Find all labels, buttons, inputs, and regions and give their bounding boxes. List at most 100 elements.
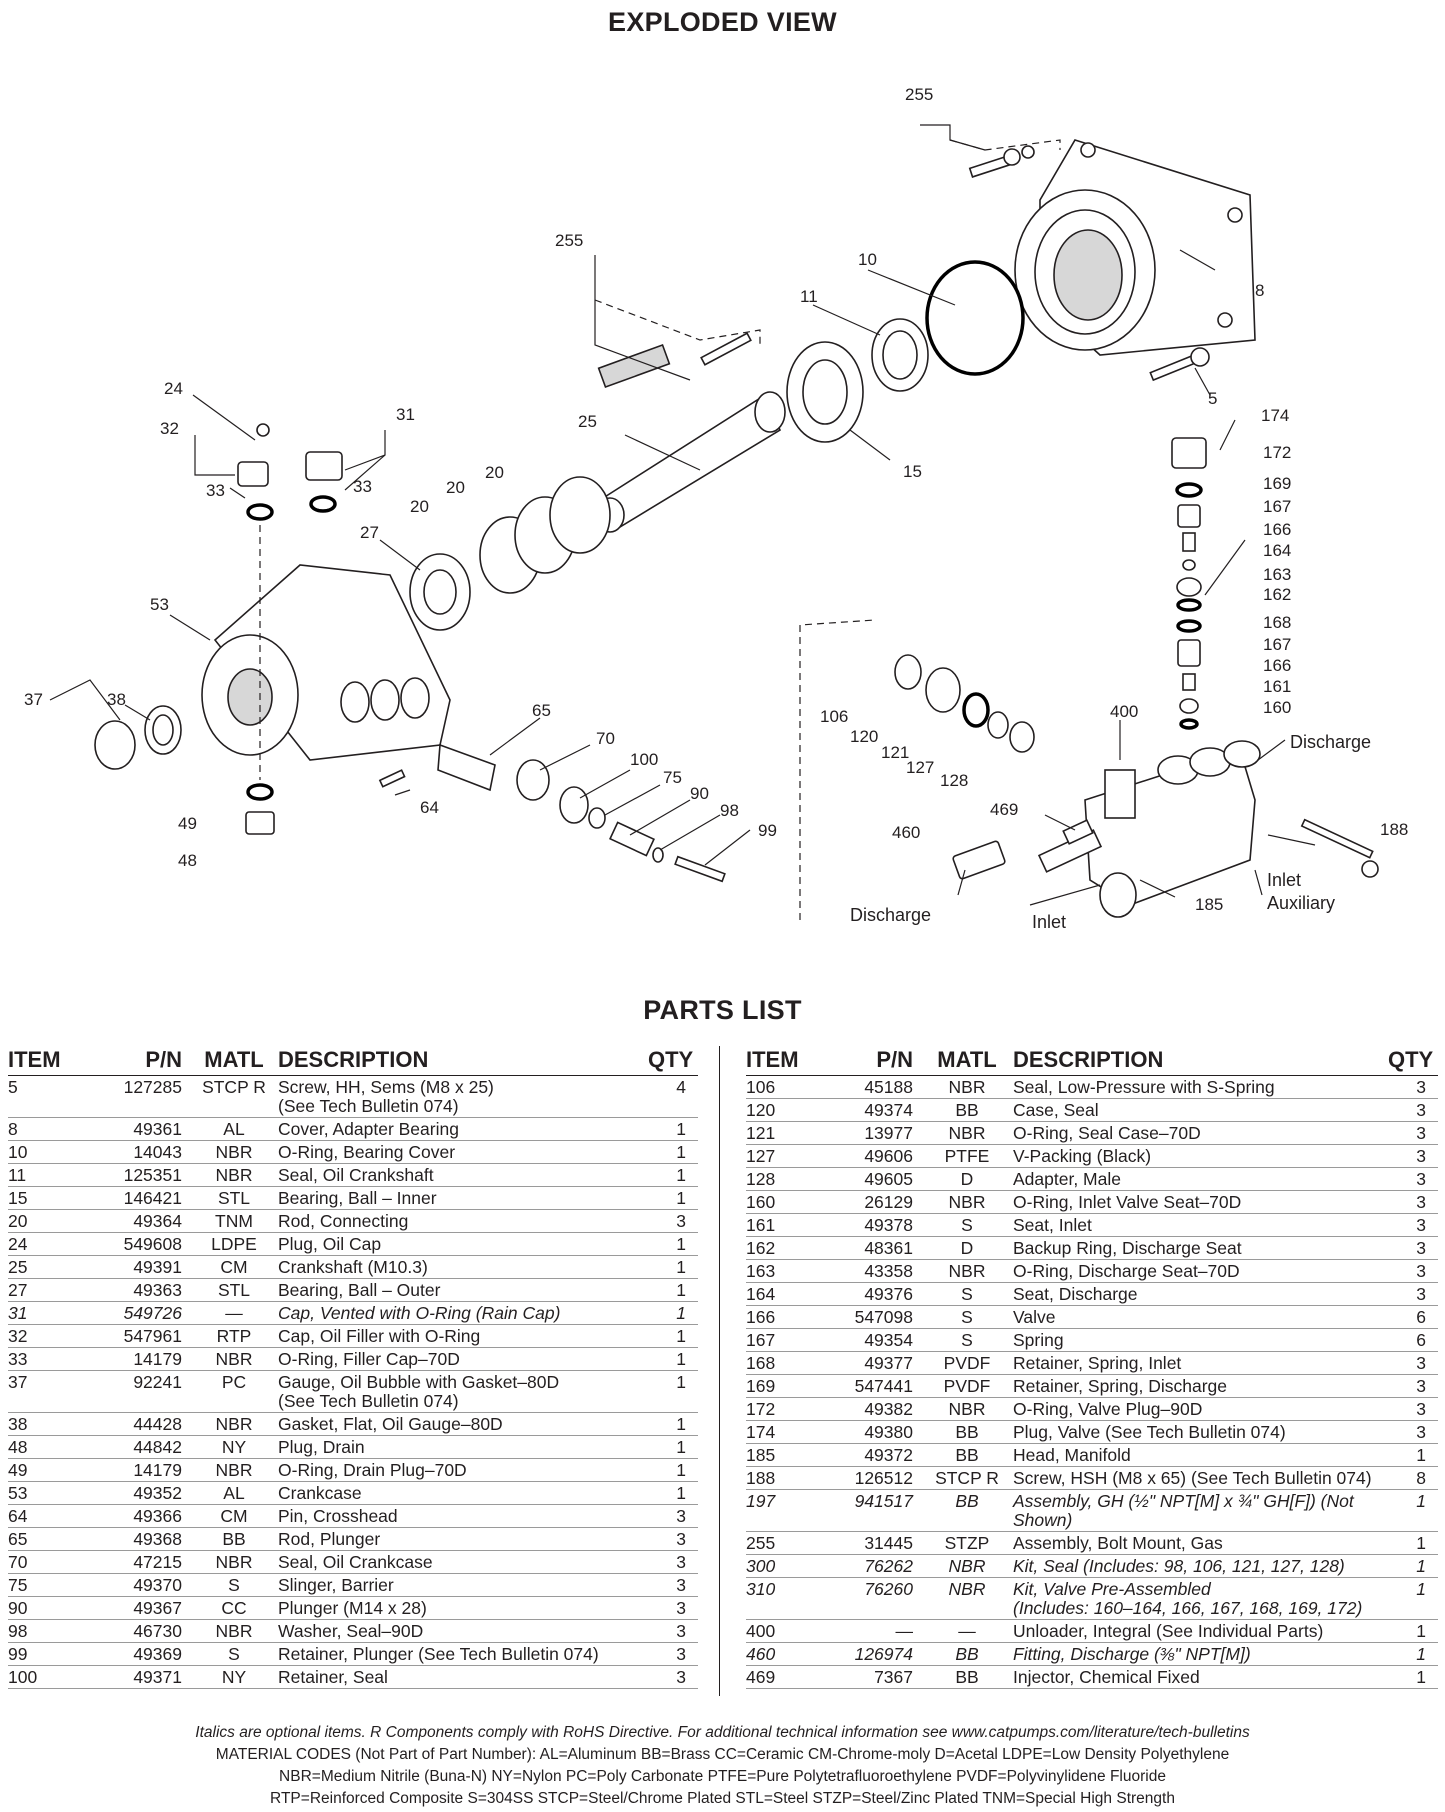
part-number-cell: 47215 <box>84 1550 196 1574</box>
description-cell: Plug, Oil Cap <box>272 1232 648 1256</box>
description-cell: Crankcase <box>272 1481 648 1505</box>
material-cell: STZP <box>927 1531 1007 1555</box>
material-cell: STCP R <box>196 1075 272 1118</box>
crankcase-part <box>201 564 451 761</box>
description-text: Seat, Inlet <box>1013 1215 1092 1235</box>
callout-label: 70 <box>596 729 615 748</box>
description-text: Cover, Adapter Bearing <box>278 1119 459 1139</box>
material-cell: TNM <box>196 1209 272 1233</box>
footer-material-codes-line: MATERIAL CODES (Not Part of Part Number)… <box>215 1746 1230 1763</box>
column-header-description: DESCRIPTION <box>1007 1046 1388 1076</box>
callout-label: 168 <box>1263 613 1291 632</box>
description-text: Seal, Oil Crankshaft <box>278 1165 434 1185</box>
part-number-cell: 46730 <box>84 1619 196 1643</box>
quantity-cell: 3 <box>1388 1282 1438 1306</box>
material-cell: STCP R <box>927 1466 1007 1490</box>
callout-label: 460 <box>892 823 920 842</box>
callout-label: 128 <box>940 771 968 790</box>
quantity-cell: 3 <box>648 1527 698 1551</box>
item-cell: 169 <box>746 1374 822 1398</box>
manifold-head-part <box>1037 740 1261 918</box>
callout-label: 64 <box>420 798 439 817</box>
part-number-cell: 49369 <box>84 1642 196 1666</box>
callout-label: 469 <box>990 800 1018 819</box>
description-cell: V-Packing (Black) <box>1007 1144 1388 1168</box>
callout-label: 37 <box>24 690 43 709</box>
description-text: O-Ring, Valve Plug–90D <box>1013 1399 1203 1419</box>
material-cell: NBR <box>196 1619 272 1643</box>
item-cell: 99 <box>8 1642 84 1666</box>
description-text: Crankshaft (M10.3) <box>278 1257 428 1277</box>
quantity-cell: 1 <box>648 1458 698 1482</box>
quantity-cell: 1 <box>648 1117 698 1141</box>
item-cell: 37 <box>8 1370 84 1413</box>
material-cell: NBR <box>196 1550 272 1574</box>
description-text: O-Ring, Bearing Cover <box>278 1142 456 1162</box>
material-cell: NBR <box>927 1577 1007 1620</box>
callout-label: 99 <box>758 821 777 840</box>
part-number-cell: 126974 <box>822 1642 927 1666</box>
callout-label: 162 <box>1263 585 1291 604</box>
quantity-cell: 3 <box>648 1665 698 1689</box>
adapter-bearing-cover-part <box>1014 139 1256 356</box>
part-number-cell: 49367 <box>84 1596 196 1620</box>
material-cell: PTFE <box>927 1144 1007 1168</box>
item-cell: 11 <box>8 1163 84 1187</box>
item-cell: 172 <box>746 1397 822 1421</box>
callout-label: 400 <box>1110 702 1138 721</box>
description-cell: Kit, Seal (Includes: 98, 106, 121, 127, … <box>1007 1554 1388 1578</box>
callout-label: 120 <box>850 727 878 746</box>
part-number-cell: 49380 <box>822 1420 927 1444</box>
description-text: Kit, Valve Pre-Assembled <box>1013 1579 1211 1599</box>
quantity-cell: 1 <box>648 1370 698 1413</box>
item-cell: 24 <box>8 1232 84 1256</box>
part-number-cell: 941517 <box>822 1489 927 1532</box>
quantity-cell: 1 <box>648 1278 698 1302</box>
description-text: Head, Manifold <box>1013 1445 1131 1465</box>
part-number-cell: 49354 <box>822 1328 927 1352</box>
description-text: Seal, Oil Crankcase <box>278 1552 433 1572</box>
material-cell: NBR <box>927 1075 1007 1099</box>
column-header-pn: P/N <box>84 1046 196 1076</box>
quantity-cell: 8 <box>1388 1466 1438 1490</box>
inlet-auxiliary-label: Inlet <box>1267 870 1301 890</box>
material-cell: NBR <box>927 1554 1007 1578</box>
item-cell: 10 <box>8 1140 84 1164</box>
material-cell: STL <box>196 1186 272 1210</box>
part-number-cell: 14179 <box>84 1458 196 1482</box>
column-header-item: ITEM <box>8 1046 84 1076</box>
part-number-cell: 76260 <box>822 1577 927 1620</box>
part-number-cell: 49363 <box>84 1278 196 1302</box>
part-number-cell: 14179 <box>84 1347 196 1371</box>
quantity-cell: 6 <box>1388 1305 1438 1329</box>
item-cell: 164 <box>746 1282 822 1306</box>
item-cell: 121 <box>746 1121 822 1145</box>
material-cell: D <box>927 1167 1007 1191</box>
item-cell: 53 <box>8 1481 84 1505</box>
item-cell: 197 <box>746 1489 822 1532</box>
description-text: Screw, HH, Sems (M8 x 25) <box>278 1077 494 1097</box>
item-cell: 32 <box>8 1324 84 1348</box>
part-number-cell: 26129 <box>822 1190 927 1214</box>
quantity-cell: 1 <box>648 1163 698 1187</box>
quantity-cell: 1 <box>648 1324 698 1348</box>
part-number-cell: 49372 <box>822 1443 927 1467</box>
material-cell: S <box>927 1328 1007 1352</box>
part-number-cell: 49352 <box>84 1481 196 1505</box>
quantity-cell: 3 <box>1388 1351 1438 1375</box>
quantity-cell: 1 <box>648 1412 698 1436</box>
column-header-matl: MATL <box>196 1046 272 1076</box>
table-header-row: ITEM P/N MATL DESCRIPTION QTY <box>746 1046 1438 1076</box>
